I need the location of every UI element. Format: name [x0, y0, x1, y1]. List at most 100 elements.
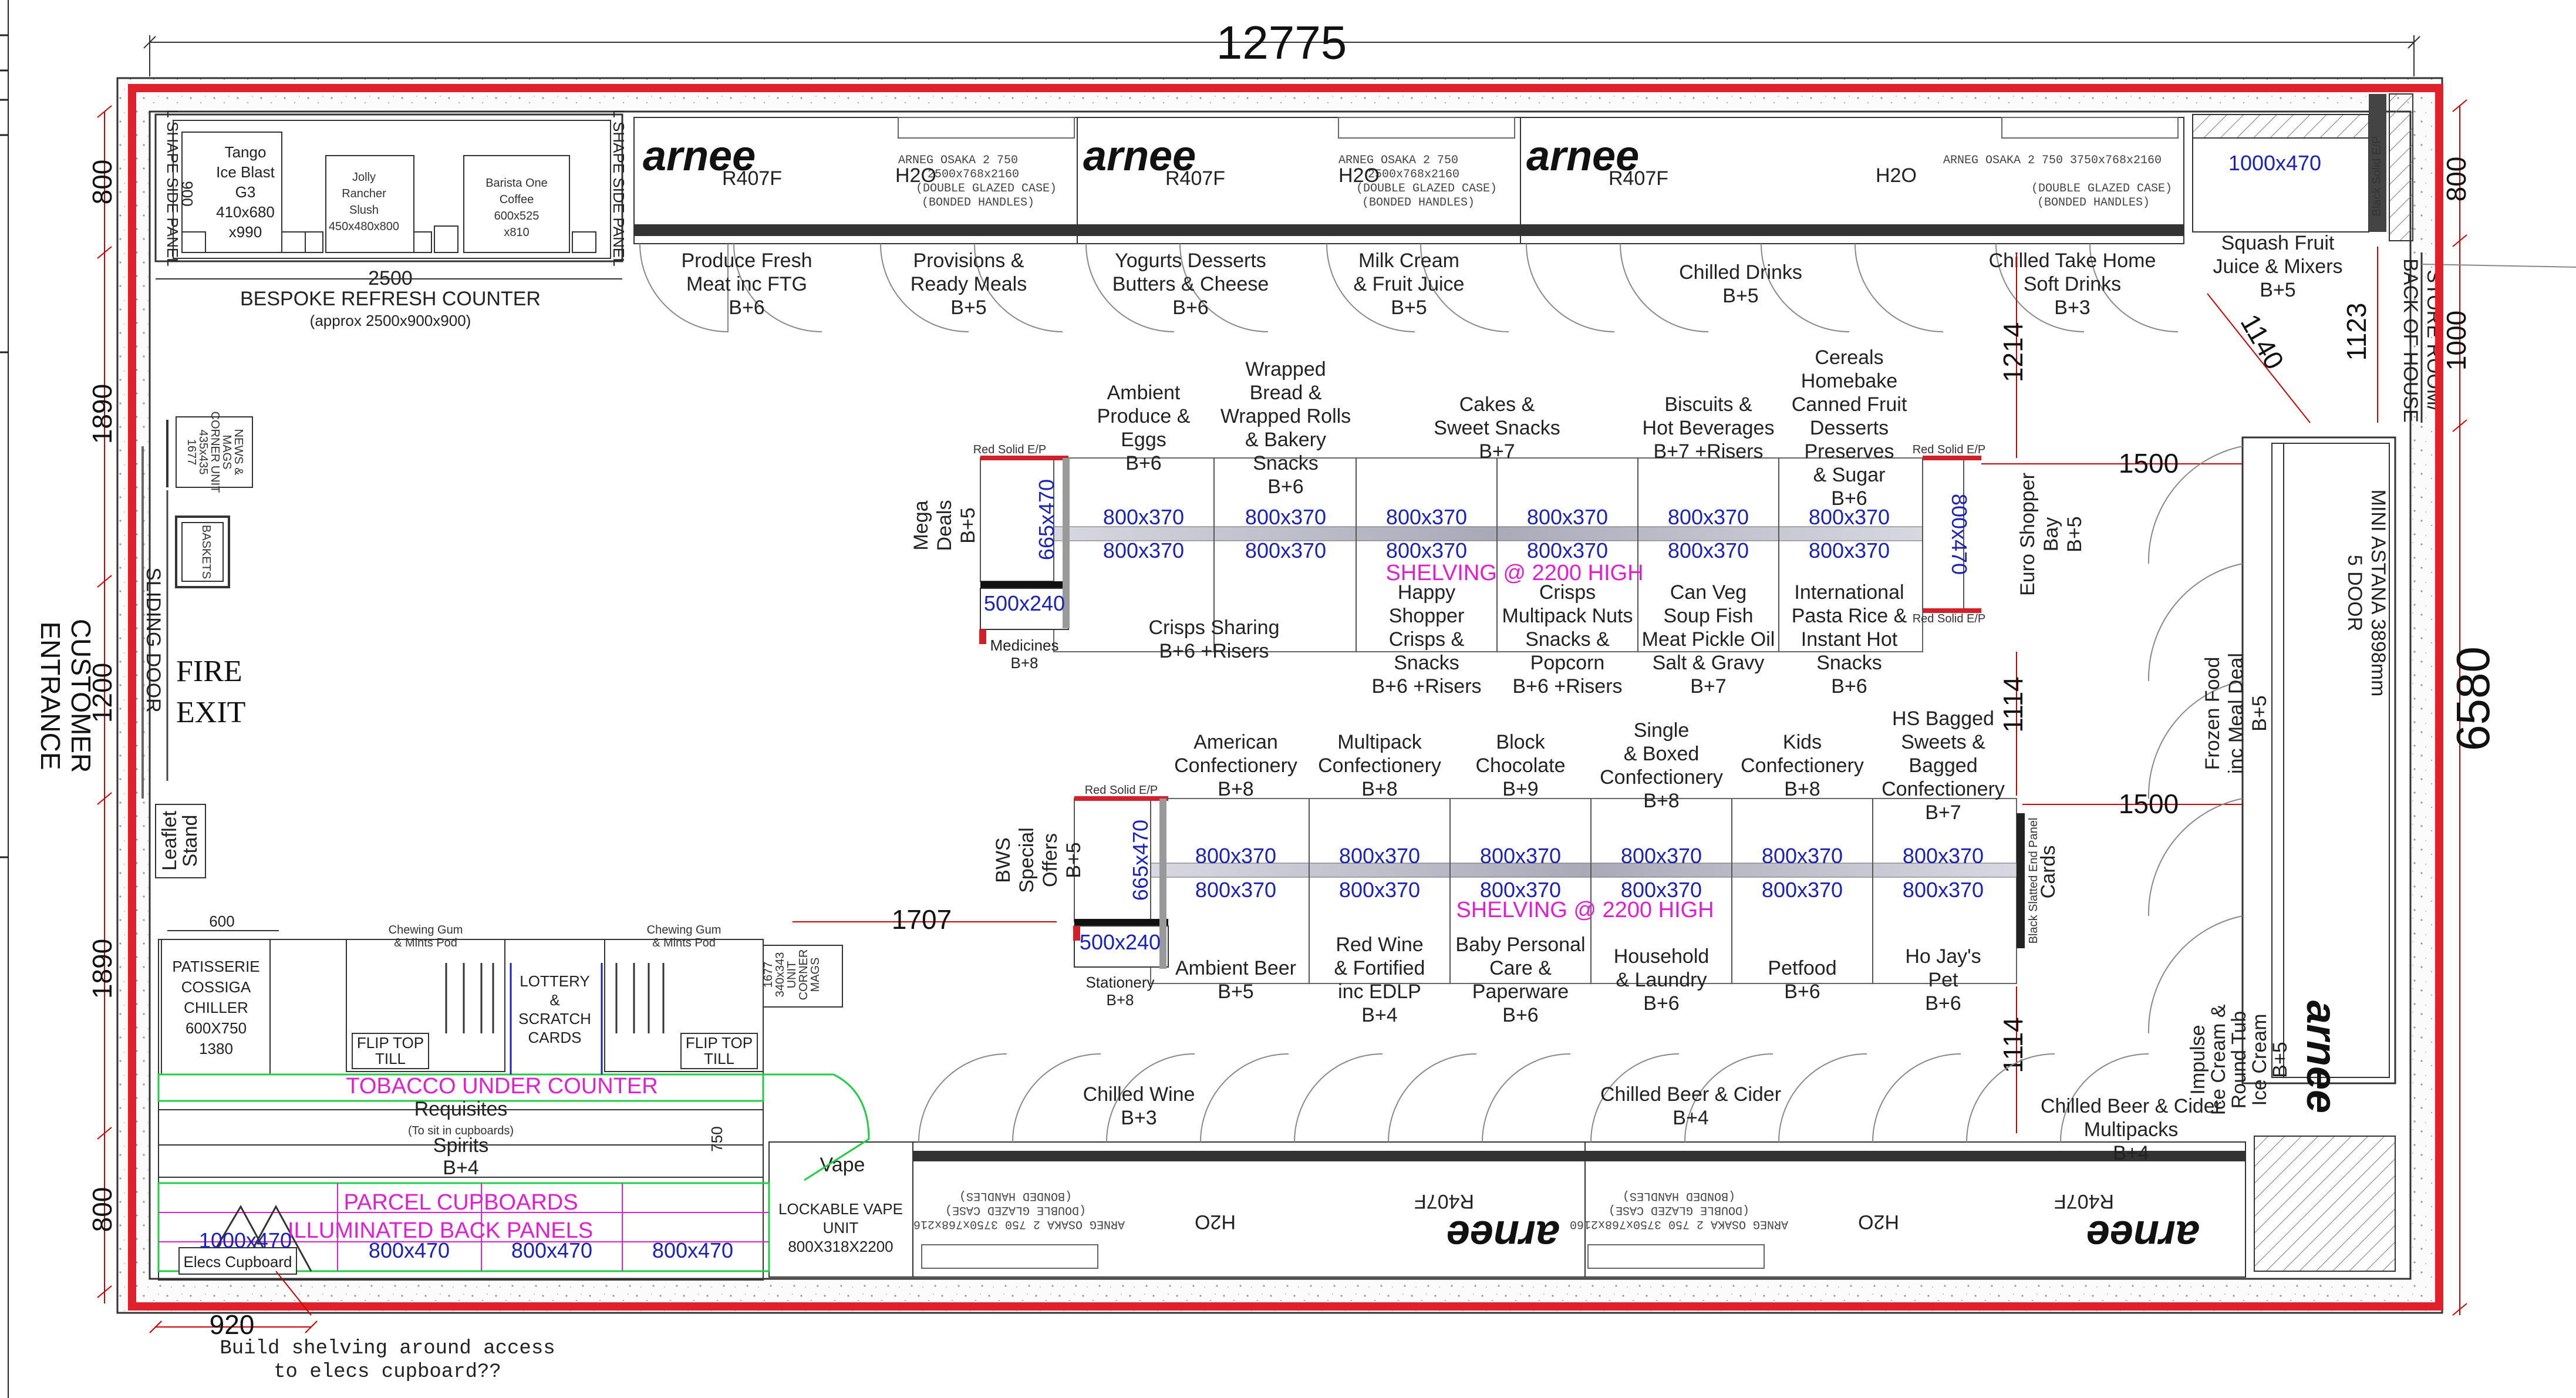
svg-text:Offers: Offers [1039, 833, 1061, 887]
svg-text:Care &: Care & [1489, 957, 1552, 979]
svg-text:CARDS: CARDS [528, 1029, 581, 1046]
squash-label: Squash Fruit Juice & Mixers B+5 [2213, 232, 2342, 301]
svg-text:MAGS: MAGS [809, 958, 822, 992]
svg-text:Chilled Beer & Cider: Chilled Beer & Cider [2041, 1095, 2221, 1117]
svg-text:B+6: B+6 [1172, 297, 1208, 319]
chilled-yogurts: Yogurts Desserts Butters & Cheese B+6 [1112, 250, 1269, 319]
svg-text:B+7: B+7 [1925, 801, 1961, 824]
svg-text:ARNEG OSAKA 2 750 3750x768x216: ARNEG OSAKA 2 750 3750x768x2160 [906, 1217, 1125, 1231]
gondola-1-bottom-labels: Crisps Sharing B+6 +Risers Happy Shopper… [1149, 581, 1907, 698]
gondola-2-end-box: 500x240 [1080, 930, 1161, 954]
arnee-logo: arnee [1447, 1212, 1559, 1259]
svg-text:Chewing Gum: Chewing Gum [389, 924, 463, 937]
note-line2: to elecs cupboard?? [274, 1361, 501, 1383]
mini-astana-freezer [2241, 436, 2396, 1084]
svg-text:& Mints Pod: & Mints Pod [652, 937, 716, 949]
chilled-milk: Milk Cream & Fruit Juice B+5 [1354, 250, 1465, 319]
svg-text:Preserves: Preserves [1804, 440, 1894, 463]
svg-text:Juice & Mixers: Juice & Mixers [2213, 255, 2342, 278]
svg-text:B+6: B+6 [1784, 981, 1820, 1003]
svg-text:NEWS &: NEWS & [232, 429, 245, 476]
svg-text:Red Wine: Red Wine [1336, 934, 1423, 956]
svg-text:H2O: H2O [895, 164, 936, 187]
svg-text:TILL: TILL [704, 1050, 734, 1067]
gondola-1-end-box: 500x240 [984, 591, 1065, 615]
multipack-confectionery-label: Multipack Confectionery B+8 [1318, 731, 1441, 800]
left-dim-800-bottom: 800 [87, 1187, 117, 1232]
baskets: BASKETS [175, 516, 230, 588]
arnee-top-2: arnee R407F ARNEG OSAKA 2 750 2500x768x2… [1083, 133, 1497, 210]
bay-size: 800x370 [1809, 538, 1890, 562]
svg-text:B+5: B+5 [2064, 516, 2086, 552]
parcel-cupboards: PARCEL CUPBOARDS [343, 1190, 578, 1215]
cards-label: Cards [2037, 845, 2059, 899]
single-boxed-label: Single & Boxed Confectionery B+8 [1600, 719, 1723, 812]
svg-text:Cereals: Cereals [1815, 346, 1883, 369]
svg-text:B+6 +Risers: B+6 +Risers [1371, 675, 1481, 698]
svg-text:BWS: BWS [992, 837, 1014, 882]
svg-text:B+5: B+5 [1218, 981, 1253, 1003]
svg-text:& Mints Pod: & Mints Pod [394, 937, 457, 949]
svg-text:Stand: Stand [179, 815, 201, 867]
svg-text:Chewing Gum: Chewing Gum [647, 924, 721, 937]
svg-text:340x343: 340x343 [774, 952, 787, 998]
svg-text:ARNEG OSAKA 2 750 3750x768x216: ARNEG OSAKA 2 750 3750x768x2160 [1570, 1217, 1788, 1231]
svg-text:Popcorn: Popcorn [1530, 652, 1605, 674]
sliding-door-label: SLIDING DOOR [142, 567, 164, 712]
svg-text:B+4: B+4 [1673, 1107, 1708, 1129]
red-boundary-outline [128, 84, 2443, 1311]
red-solid-ep-label: Red Solid E/P [973, 443, 1047, 456]
elecs-cupboard-label: Elecs Cupboard [184, 1253, 292, 1271]
svg-text:B+5: B+5 [1722, 285, 1758, 307]
bay-size: 800x370 [1103, 538, 1184, 562]
baby-personal-label: Baby Personal Care & Paperware B+6 [1455, 934, 1585, 1026]
svg-text:Can Veg: Can Veg [1670, 581, 1746, 604]
svg-text:B+8: B+8 [1011, 654, 1039, 672]
svg-text:LOCKABLE VAPE: LOCKABLE VAPE [778, 1200, 903, 1218]
mini-astana-label: MINI ASTANA 3898mm 5 DOOR [2344, 490, 2389, 697]
bay-size: 800x370 [1245, 505, 1326, 529]
svg-text:B+6: B+6 [1831, 675, 1867, 698]
gondola-1-end-right: 800x470 [1947, 494, 1971, 575]
svg-text:inc Meal Deal: inc Meal Deal [2225, 653, 2247, 774]
left-dim-1200: 1200 [87, 663, 117, 723]
svg-text:Slush: Slush [349, 204, 379, 217]
svg-text:Ice Cream: Ice Cream [2248, 1014, 2271, 1106]
red-solid-ep-label: Red Solid E/P [1913, 612, 1986, 625]
svg-text:CORNER: CORNER [797, 949, 810, 1001]
svg-text:SCRATCH: SCRATCH [518, 1010, 591, 1028]
svg-text:B+8: B+8 [1107, 991, 1134, 1009]
svg-text:B+6: B+6 [1125, 452, 1161, 474]
barista-coffee-label: Barista One Coffee 600x525 x810 [485, 177, 548, 239]
petfood-label: Petfood B+6 [1768, 957, 1836, 1003]
bay-size: 800x370 [1527, 538, 1608, 562]
bay-size: 800x370 [1527, 505, 1608, 529]
hs-bagged-label: HS Bagged Sweets & Bagged Confectionery … [1882, 708, 2005, 824]
svg-text:Yogurts Desserts: Yogurts Desserts [1115, 250, 1266, 272]
kids-confectionery-label: Kids Confectionery B+8 [1741, 731, 1864, 800]
international-label: International Pasta Rice & Instant Hot S… [1792, 581, 1907, 698]
svg-text:& Laundry: & Laundry [1616, 969, 1707, 991]
svg-text:B+5: B+5 [2269, 1042, 2291, 1077]
spirits-label: Spirits [433, 1134, 488, 1157]
svg-text:MINI ASTANA 3898mm: MINI ASTANA 3898mm [2367, 490, 2389, 697]
mags-corner-unit: MAGS CORNER UNIT 340x343 1677 [762, 949, 822, 1001]
refresh-counter-title: BESPOKE REFRESH COUNTER [240, 288, 541, 310]
svg-text:Snacks: Snacks [1816, 652, 1882, 674]
chilled-wine-label: Chilled Wine B+3 [1083, 1083, 1195, 1129]
svg-text:Ambient Beer: Ambient Beer [1175, 957, 1296, 979]
svg-text:Tango: Tango [225, 143, 267, 161]
top-right-box-size: 1000x470 [2228, 151, 2321, 175]
svg-text:BASKETS: BASKETS [200, 525, 213, 579]
svg-text:(DOUBLE GLAZED CASE): (DOUBLE GLAZED CASE) [916, 182, 1057, 196]
bottom-chiller-door-arcs [918, 1053, 2149, 1143]
flip-top-till-1: FLIP TOP TILL [357, 1034, 424, 1067]
gondola-1-top-labels: Ambient Produce & Eggs B+6 Wrapped Bread… [1097, 346, 1907, 510]
biscuits-label: Biscuits & Hot Beverages B+7 +Risers [1643, 393, 1775, 463]
svg-text:FLIP TOP: FLIP TOP [686, 1034, 753, 1052]
crisps-multipack-label: Crisps Multipack Nuts Snacks & Popcorn B… [1502, 581, 1633, 698]
euro-shopper-label: Euro Shopper Bay B+5 [2017, 473, 2086, 596]
svg-text:International: International [1794, 581, 1904, 604]
ho-jays-label: Ho Jay's Pet B+6 [1905, 945, 1981, 1015]
dim-1707: 1707 [892, 904, 952, 935]
